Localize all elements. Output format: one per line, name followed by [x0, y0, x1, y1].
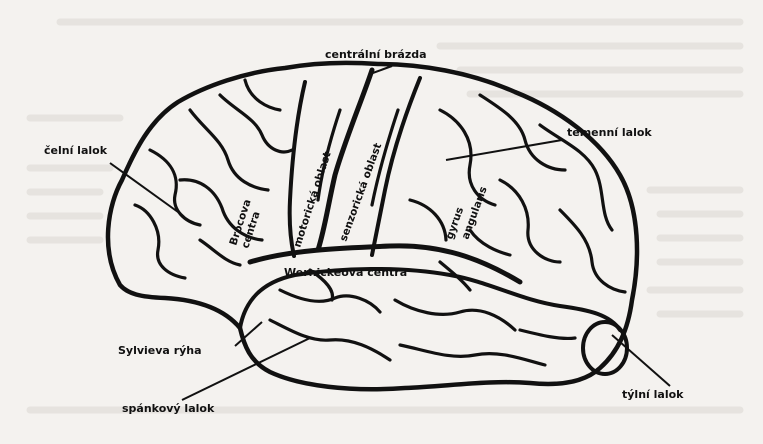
postcentral-sulcus: [372, 78, 420, 255]
label-central-sulcus: centrální brázda: [325, 48, 427, 61]
leader-parietal: [446, 140, 562, 160]
leader-occipital: [612, 335, 670, 386]
label-occipital-lobe: týlní lalok: [622, 388, 684, 401]
label-frontal-lobe: čelní lalok: [44, 144, 108, 157]
label-parietal-lobe: temenní lalok: [567, 126, 652, 139]
label-temporal-lobe: spánkový lalok: [122, 402, 215, 415]
label-sylvian-fissure: Sylvieva rýha: [118, 344, 202, 357]
label-wernicke-area: Wernickeova centra: [284, 266, 407, 279]
brain-outline: [108, 63, 637, 389]
